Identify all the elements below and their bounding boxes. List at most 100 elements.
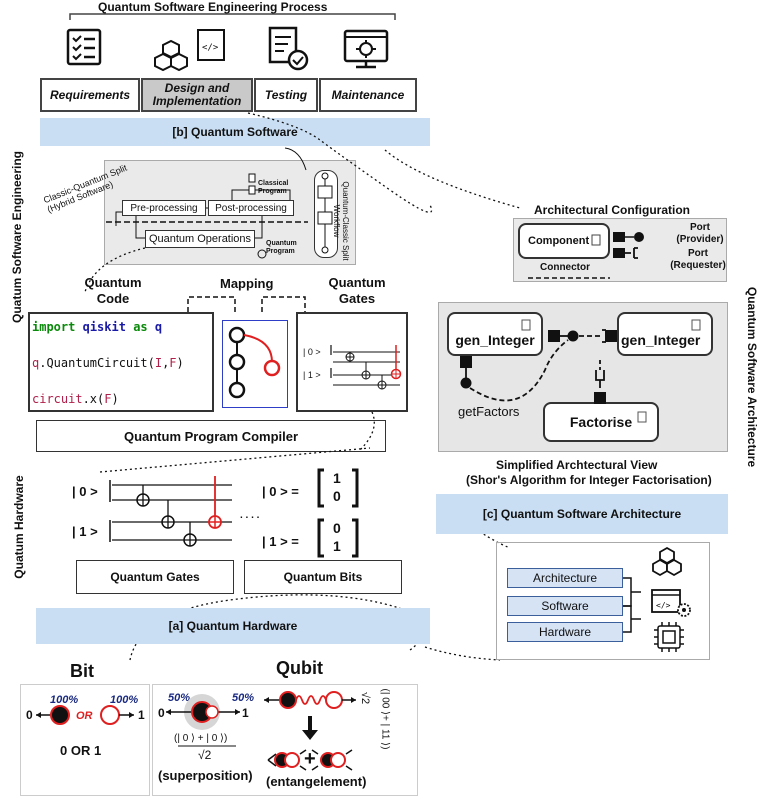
quantum-bits-box-label: Quantum Bits	[283, 570, 363, 584]
code-call-qc: .QuantumCircuit(	[39, 356, 155, 370]
step-maintenance: Maintenance	[319, 78, 417, 112]
vec0-top: 1	[333, 470, 341, 486]
code-line-3: circuit.x(F)	[32, 392, 119, 406]
config-component-label: Component	[528, 235, 590, 247]
svg-text:</>: </>	[656, 601, 671, 610]
band-quantum-software: [b] Quantum Software	[40, 118, 430, 146]
gen-integer-left-label: gen_Integer	[455, 332, 535, 348]
code-arg-f: F	[169, 356, 177, 370]
hw-ket1-eq: | 1 > =	[262, 534, 299, 549]
step-design: Design and Implementation	[141, 78, 253, 112]
bit-or: OR	[76, 710, 93, 722]
mapping-node-2	[228, 353, 246, 371]
vec1-top: 0	[333, 520, 341, 536]
compiler-box: Quantum Program Compiler	[36, 420, 386, 452]
code-kw-as: as	[133, 320, 148, 334]
gen-integer-right-label: gen_Integer	[621, 332, 701, 348]
quantum-gates-box: Quantum Gates	[76, 560, 234, 594]
mapping-panel	[222, 320, 288, 408]
config-port-provider: Port (Provider)	[676, 222, 724, 245]
quantum-operations-box: Quantum Operations	[145, 230, 255, 248]
config-title: Architectural Configuration	[534, 203, 691, 217]
stack-software-label: Software	[541, 599, 589, 613]
bit-panel	[20, 684, 150, 796]
stack-cubes-icon	[652, 546, 682, 577]
preprocessing-label: Pre-processing	[130, 202, 198, 214]
bit-caption: 0 OR 1	[60, 743, 102, 758]
quantum-bits-box: Quantum Bits	[244, 560, 402, 594]
svg-text:</>: </>	[202, 43, 219, 53]
qubit-pct-left: 50%	[168, 692, 191, 704]
qubit-title: Qubit	[276, 658, 323, 678]
band-quantum-hardware-label: [a] Quantum Hardware	[168, 619, 298, 633]
band-architecture-label: [c] Quantum Software Architecture	[482, 507, 682, 521]
superposition-formula-den: √2	[198, 748, 212, 762]
code-circuit: circuit	[32, 392, 83, 406]
compiler-label: Quantum Program Compiler	[123, 428, 299, 444]
step-testing-label: Testing	[264, 87, 308, 102]
vec0-bot: 0	[333, 488, 341, 504]
bit-pct-left: 100%	[50, 694, 79, 706]
code-q: q	[32, 356, 40, 370]
stack-code-gear-icon: </>	[651, 589, 691, 617]
quantum-program-label: Quantum Program	[266, 240, 297, 255]
qubit-zero: 0	[158, 706, 165, 720]
quantum-code-panel	[28, 312, 214, 412]
bit-title: Bit	[70, 661, 94, 681]
gates-ket1: | 1 >	[303, 370, 321, 380]
step-requirements-label: Requirements	[49, 87, 131, 102]
hw-ket0-eq: | 0 > =	[262, 484, 299, 499]
quantum-operations-label: Quantum Operations	[148, 233, 252, 245]
hw-ellipsis: . . . .	[240, 510, 260, 521]
step-testing: Testing	[254, 78, 318, 112]
view-title: Simplified Archtectural View	[496, 458, 658, 472]
code-arg-i: I	[154, 356, 163, 370]
stack-hardware-label: Hardware	[538, 625, 592, 639]
stack-panel	[496, 542, 710, 660]
get-factors-label: getFactors	[458, 404, 520, 419]
preprocessing-box: Pre-processing	[122, 200, 206, 216]
qubit-pct-right: 50%	[232, 692, 255, 704]
code-arg-f2: F	[104, 392, 112, 406]
quantum-code-title: Quantum Code	[84, 275, 142, 306]
qubit-one: 1	[242, 706, 249, 720]
component-gen-integer-left: gen_Integer	[447, 312, 543, 356]
stack-architecture-label: Architecture	[532, 571, 598, 585]
bit-one: 1	[138, 708, 145, 722]
classical-program-label: Classical Program	[258, 180, 289, 195]
code-line-1: import qiskit as q	[32, 320, 162, 334]
config-port-requester: Port (Requester)	[670, 248, 726, 271]
postprocessing-label: Post-processing	[215, 202, 287, 214]
code-line-2: q.QuantumCircuit(I,F)	[32, 356, 184, 370]
entangle-plus: +	[304, 748, 316, 770]
mapping-node-4	[263, 359, 281, 377]
step-design-label: Design and Implementation	[152, 81, 242, 108]
view-subtitle: (Shor's Algorithm for Integer Factorisat…	[466, 473, 712, 487]
quantum-gates-box-label: Quantum Gates	[110, 570, 200, 584]
mapping-title: Mapping	[220, 276, 274, 291]
code-close-2: )	[176, 356, 184, 370]
superposition-label: (superposition)	[158, 768, 253, 783]
process-title: Quantum Software Engineering Process	[98, 0, 328, 14]
code-call-x: .x(	[82, 392, 105, 406]
code-alias: q	[154, 320, 163, 334]
qubit-panel	[152, 684, 418, 796]
gates-ket0: | 0 >	[303, 347, 321, 357]
code-close-3: )	[111, 392, 119, 406]
stack-hardware: Hardware	[507, 622, 623, 642]
hw-ket0: | 0 >	[72, 484, 98, 499]
